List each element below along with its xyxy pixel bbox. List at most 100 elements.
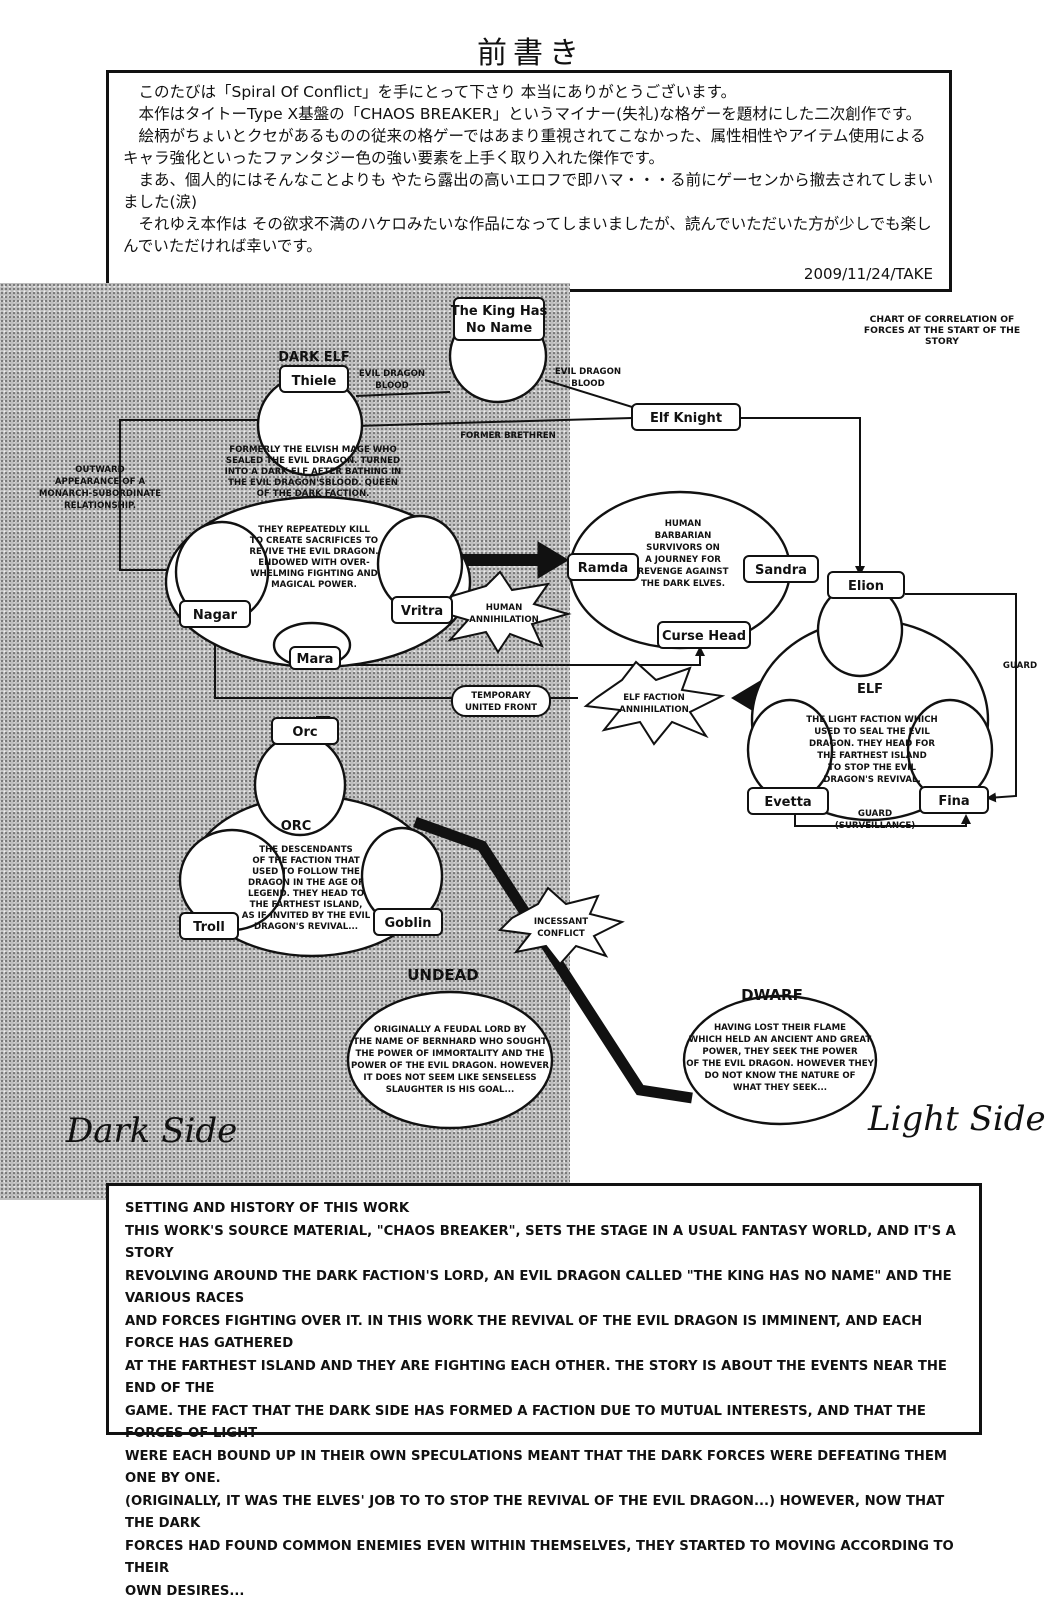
undead-ellipse xyxy=(348,992,552,1128)
dwarf-header: DWARF xyxy=(741,986,803,1004)
undead-header: UNDEAD xyxy=(407,966,479,984)
outward-note: RELATIONSHIP. xyxy=(64,501,136,511)
setting-line: FORCES HAD FOUND COMMON ENEMIES EVEN WIT… xyxy=(125,1536,963,1581)
setting-line: WERE EACH BOUND UP IN THEIR OWN SPECULAT… xyxy=(125,1446,963,1491)
human-annihilation-label: HUMAN xyxy=(486,603,523,613)
dark-elf-header: DARK ELF xyxy=(278,350,350,365)
evil-blood-right: BLOOD xyxy=(571,379,604,389)
undead-note: SLAUGHTER IS HIS GOAL... xyxy=(386,1085,515,1095)
thiele-note: INTO A DARK ELF AFTER BATHING IN xyxy=(225,467,402,477)
dark-faction-note: THEY REPEATEDLY KILL xyxy=(258,525,370,535)
dwarf-note: DO NOT KNOW THE NATURE OF xyxy=(705,1071,856,1081)
setting-box: SETTING AND HISTORY OF THIS WORK THIS WO… xyxy=(106,1183,982,1435)
undead-note: POWER OF THE EVIL DRAGON. HOWEVER xyxy=(351,1061,549,1071)
human-note: HUMAN xyxy=(665,519,702,529)
undead-note: IT DOES NOT SEEM LIKE SENSELESS xyxy=(363,1073,536,1083)
elf-note: THE LIGHT FACTION WHICH xyxy=(806,715,937,725)
elion-label: Elion xyxy=(848,579,884,594)
elf-note: DRAGON'S REVIVAL. xyxy=(823,775,921,785)
chart-title-line: FORCES AT THE START OF THE xyxy=(864,325,1020,336)
setting-line: REVOLVING AROUND THE DARK FACTION'S LORD… xyxy=(125,1266,963,1311)
setting-line: AT THE FARTHEST ISLAND AND THEY ARE FIGH… xyxy=(125,1356,963,1401)
guard-surveillance-label: (SURVEILLANCE) xyxy=(835,821,915,831)
thiele-note: SEALED THE EVIL DRAGON. TURNED xyxy=(226,456,400,466)
evil-blood-left: EVIL DRAGON xyxy=(359,369,425,379)
former-brethren-label: FORMER BRETHREN xyxy=(460,431,556,441)
guard-surveillance-label: GUARD xyxy=(858,809,892,819)
chart-title-line: STORY xyxy=(925,336,959,347)
elf-note: THE FARTHEST ISLAND xyxy=(817,751,927,761)
human-note: BARBARIAN xyxy=(655,531,712,541)
brethren-line xyxy=(355,418,632,426)
sandra-label: Sandra xyxy=(755,563,807,578)
human-note: A JOURNEY FOR xyxy=(645,555,721,565)
dark-faction-note: REVIVE THE EVIL DRAGON. xyxy=(249,547,378,557)
elf-annihilation-label: ELF FACTION xyxy=(623,693,685,703)
nagar-label: Nagar xyxy=(193,608,238,623)
orc-note: DRAGON'S REVIVAL... xyxy=(254,922,358,932)
orc-note: DRAGON IN THE AGE OF xyxy=(248,878,364,888)
human-annihilation-label: ANNIHILATION xyxy=(469,615,539,625)
setting-line: OWN DESIRES... xyxy=(125,1581,963,1603)
setting-line: AND FORCES FIGHTING OVER IT. IN THIS WOR… xyxy=(125,1311,963,1356)
dwarf-note: WHICH HELD AN ANCIENT AND GREAT xyxy=(689,1035,872,1045)
temporary-front-label: UNITED FRONT xyxy=(465,703,537,713)
light-side-label: Light Side xyxy=(867,1099,1046,1139)
setting-line: (ORIGINALLY, IT WAS THE ELVES' JOB TO TO… xyxy=(125,1491,963,1536)
elf-annihilation-burst xyxy=(586,662,722,744)
orc-note: THE DESCENDANTS xyxy=(259,845,353,855)
mara-label: Mara xyxy=(297,652,334,667)
orc-note: USED TO FOLLOW THE xyxy=(252,867,360,877)
outward-note: APPEARANCE OF A xyxy=(55,477,146,487)
orc-note: AS IF INVITED BY THE EVIL xyxy=(242,911,371,921)
human-note: THE DARK ELVES. xyxy=(641,579,725,589)
outward-note: OUTWARD xyxy=(75,465,125,475)
elf-knight-label: Elf Knight xyxy=(650,411,722,426)
undead-note: THE NAME OF BERNHARD WHO SOUGHT xyxy=(353,1037,547,1047)
orc-header: ORC xyxy=(281,819,312,834)
dark-side-label: Dark Side xyxy=(65,1111,237,1151)
incessant-conflict-label: INCESSANT xyxy=(534,917,588,927)
outward-note: MONARCH-SUBORDINATE xyxy=(39,489,161,499)
setting-line: SETTING AND HISTORY OF THIS WORK xyxy=(125,1198,963,1221)
evil-blood-left: BLOOD xyxy=(375,381,408,391)
human-note: REVENGE AGAINST xyxy=(638,567,729,577)
ramda-label: Ramda xyxy=(578,561,628,576)
thiele-note: OF THE DARK FACTION. xyxy=(257,489,370,499)
human-note: SURVIVORS ON xyxy=(646,543,720,553)
thiele-note: THE EVIL DRAGON'SBLOOD. QUEEN xyxy=(228,478,398,488)
orc-note: OF THE FACTION THAT xyxy=(252,856,360,866)
dark-faction-note: ENDOWED WITH OVER- xyxy=(258,558,370,568)
dwarf-note: WHAT THEY SEEK... xyxy=(733,1083,827,1093)
dwarf-note: OF THE EVIL DRAGON. HOWEVER THEY xyxy=(686,1059,874,1069)
elf-header: ELF xyxy=(857,682,883,697)
orc-note: LEGEND. THEY HEAD TO xyxy=(248,889,364,899)
vritra-label: Vritra xyxy=(401,604,443,619)
king-label: No Name xyxy=(466,321,533,336)
evil-blood-right: EVIL DRAGON xyxy=(555,367,621,377)
chart-title-line: CHART OF CORRELATION OF xyxy=(870,314,1015,325)
troll-label: Troll xyxy=(193,920,225,935)
setting-line: THIS WORK'S SOURCE MATERIAL, "CHAOS BREA… xyxy=(125,1221,963,1266)
elf-note: DRAGON. THEY HEAD FOR xyxy=(809,739,935,749)
undead-note: THE POWER OF IMMORTALITY AND THE xyxy=(356,1049,545,1059)
human-annihilation-arrowhead xyxy=(538,542,568,578)
evetta-label: Evetta xyxy=(764,795,811,810)
orc-label: Orc xyxy=(292,725,317,740)
dwarf-note: POWER, THEY SEEK THE POWER xyxy=(702,1047,858,1057)
elf-annihilation-label: ANNIHILATION xyxy=(619,705,689,715)
guard-label: GUARD xyxy=(1003,661,1037,671)
goblin-label: Goblin xyxy=(384,916,431,931)
orc-note: THE FARTHEST ISLAND, xyxy=(250,900,363,910)
dark-faction-note: WHELMING FIGHTING AND xyxy=(250,569,378,579)
thiele-note: FORMERLY THE ELVISH MAGE WHO xyxy=(229,445,397,455)
curse-head-label: Curse Head xyxy=(662,629,746,644)
fina-label: Fina xyxy=(938,794,969,809)
dark-faction-note: MAGICAL POWER. xyxy=(271,580,357,590)
dark-faction-note: TO CREATE SACRIFICES TO xyxy=(250,536,378,546)
elf-note: TO STOP THE EVIL xyxy=(828,763,916,773)
temporary-front-label: TEMPORARY xyxy=(471,691,531,701)
blood-left-line xyxy=(356,392,450,396)
dwarf-note: HAVING LOST THEIR FLAME xyxy=(714,1023,846,1033)
incessant-conflict-label: CONFLICT xyxy=(537,929,585,939)
